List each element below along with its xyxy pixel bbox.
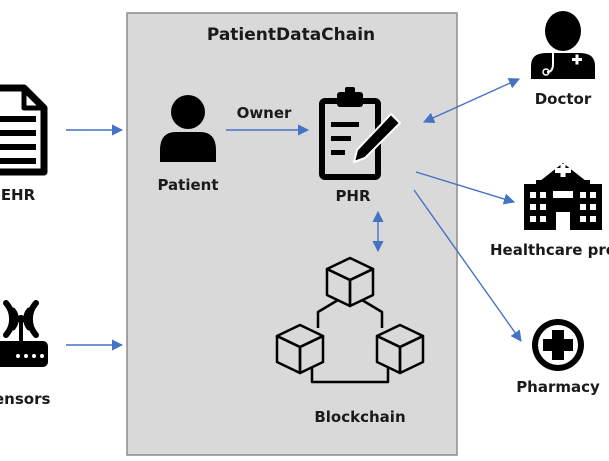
blockchain-cubes-icon [275, 256, 425, 384]
patient-label: Patient [157, 176, 218, 194]
clipboard-pen-icon [319, 87, 401, 180]
doctor-label: Doctor [535, 90, 592, 108]
document-icon [0, 84, 48, 176]
ehr-label: EHR [1, 186, 36, 204]
healthcare-label: Healthcare pro [490, 241, 609, 259]
patient-data-chain-container [126, 12, 458, 456]
person-icon [160, 95, 216, 162]
arrow-phr-to-pharmacy [413, 189, 522, 342]
hospital-icon [524, 163, 602, 230]
blockchain-label: Blockchain [314, 408, 405, 426]
doctor-icon [531, 11, 595, 79]
arrow-phr-doctor [422, 78, 521, 123]
owner-label: Owner [237, 104, 292, 122]
medical-cross-icon [532, 319, 584, 371]
diagram-title: PatientDataChain [207, 25, 375, 45]
phr-label: PHR [335, 187, 371, 205]
sensors-label: ensors [0, 390, 50, 408]
wireless-router-icon [0, 300, 48, 367]
arrow-phr-to-healthcare [415, 171, 516, 205]
pharmacy-label: Pharmacy [516, 378, 600, 396]
